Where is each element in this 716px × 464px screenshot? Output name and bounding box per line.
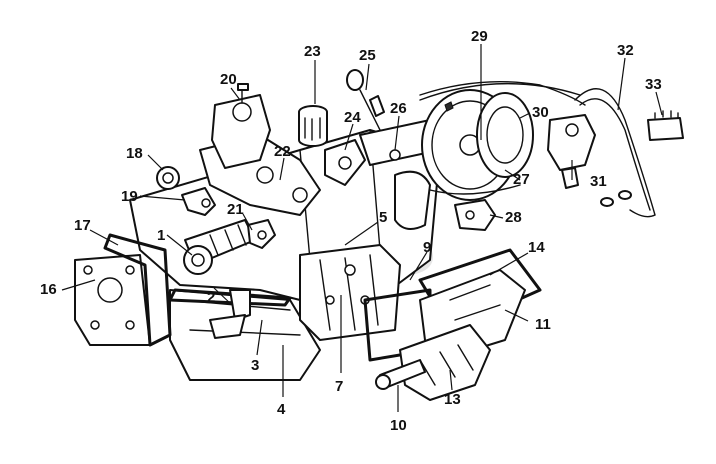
- distributor-cap: [647, 110, 684, 141]
- front-cover-gasket: [103, 233, 172, 347]
- callout-14: 14: [528, 239, 545, 256]
- callout-5: 5: [379, 209, 387, 226]
- callout-13: 13: [444, 391, 461, 408]
- callout-30: 30: [532, 104, 549, 121]
- callout-24: 24: [344, 109, 361, 126]
- callout-20: 20: [220, 71, 237, 88]
- rocker-housing: [399, 324, 491, 401]
- engine-mount: [454, 199, 496, 231]
- callout-27: 27: [513, 171, 530, 188]
- crankshaft: [183, 219, 256, 275]
- callout-16: 16: [40, 281, 57, 298]
- oil-pan-gasket: [168, 288, 292, 307]
- callout-3: 3: [251, 357, 259, 374]
- callout-4: 4: [277, 401, 286, 418]
- thermostat-housing: [156, 166, 180, 190]
- callout-7: 7: [335, 378, 343, 395]
- carburetor: [211, 83, 271, 169]
- callout-18: 18: [126, 145, 143, 162]
- callout-28: 28: [505, 209, 522, 226]
- callout-19: 19: [121, 188, 138, 205]
- fuel-pump: [247, 219, 276, 249]
- callout-29: 29: [471, 28, 488, 45]
- oil-filter-adapter: [324, 139, 366, 186]
- clutch-pressure-plate: [419, 80, 586, 178]
- callout-32: 32: [617, 42, 634, 59]
- callout-1: 1: [157, 227, 165, 244]
- callout-17: 17: [74, 217, 91, 234]
- distributor: [547, 114, 596, 189]
- dipstick: [346, 69, 385, 131]
- ignition-wires: [419, 82, 656, 218]
- callout-labels: 1 2 3 4 5 7 9 10 11 13 14 16 17 18 19 20…: [40, 28, 662, 434]
- callout-11: 11: [535, 316, 551, 333]
- callout-10: 10: [390, 417, 407, 434]
- callout-31: 31: [590, 173, 607, 190]
- cylinder-head: [299, 244, 401, 341]
- callout-25: 25: [359, 47, 376, 64]
- callout-26: 26: [390, 100, 407, 117]
- callout-9: 9: [423, 239, 431, 256]
- flywheel-cover-edge: [429, 184, 521, 195]
- callout-21: 21: [227, 201, 244, 218]
- leader-lines: [61, 44, 663, 412]
- rocker-shaft: [375, 359, 426, 390]
- callout-2: 2: [207, 289, 215, 306]
- water-outlet: [181, 187, 216, 216]
- oil-pump: [209, 289, 251, 339]
- oil-filter: [298, 105, 328, 147]
- callout-33: 33: [645, 76, 662, 93]
- callout-22: 22: [274, 143, 291, 160]
- front-cover: [74, 254, 151, 346]
- callout-23: 23: [304, 43, 321, 60]
